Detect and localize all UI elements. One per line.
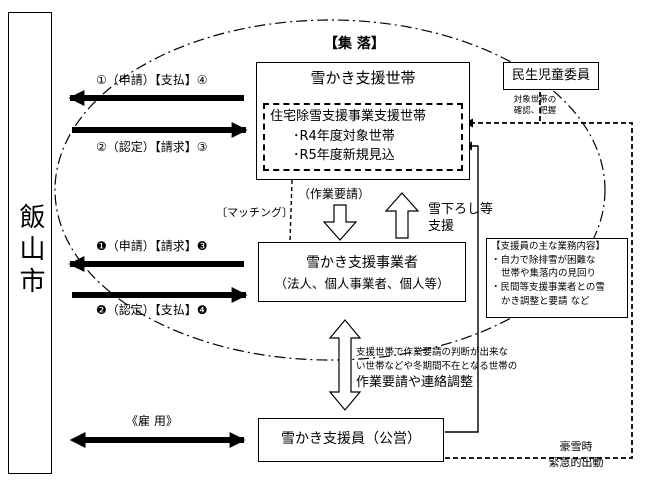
- households-inner-line3: ･R5年度新規見込: [293, 148, 395, 163]
- operator-box: 雪かき支援事業者 （法人、個人事業者、個人等）: [258, 242, 466, 302]
- label-apply-bill: ❶（申請）【請求】❸: [96, 239, 208, 253]
- emergency-line1: 豪雪時: [559, 440, 593, 453]
- duties-item2-line1: ・民間等支援事業者との雪: [491, 282, 605, 293]
- households-inner-line1: 住宅除雪支援事業支援世帯: [270, 109, 427, 124]
- commissioner-connector: [464, 92, 541, 128]
- matching-connector: [289, 179, 293, 243]
- operator-line2: （法人、個人事業者、個人等）: [274, 276, 450, 291]
- duties-title: 【支援員の主な業務内容】: [491, 241, 606, 252]
- welfare-commissioner-box: 民生児童委員: [503, 62, 599, 90]
- coordination-line1: 支援世帯で作業要請の判断が出来な: [356, 347, 509, 358]
- households-box: 雪かき支援世帯 住宅除雪支援事業支援世帯 ･R4年度対象世帯 ･R5年度新規見込: [256, 62, 470, 180]
- staff-box: 雪かき支援員（公営）: [258, 418, 444, 462]
- operator-line1: 雪かき支援事業者: [306, 255, 418, 271]
- welfare-commissioner-title: 民生児童委員: [511, 68, 590, 83]
- label-certify-bill: ②（認定）【請求】③: [96, 140, 208, 154]
- households-inner-box: 住宅除雪支援事業支援世帯 ･R4年度対象世帯 ･R5年度新規見込: [263, 103, 463, 171]
- staff-title: 雪かき支援員（公営）: [281, 431, 421, 447]
- snow-support-line1: 雪下ろし等: [428, 202, 494, 217]
- snow-support-arrow: [384, 192, 420, 239]
- coordination-line2: い世帯などや冬期間不在となる世帯の: [356, 361, 518, 372]
- emergency-line2: 緊急的出動: [548, 456, 604, 469]
- welfare-commissioner-note-line2: 確認、把握: [513, 106, 557, 116]
- city-box: 飯山市: [8, 12, 52, 474]
- coordination-line3: 作業要請や連絡調整: [356, 375, 474, 390]
- city-label: 飯山市: [15, 203, 45, 299]
- label-certify-pay: ❷（認定）【支払】❹: [96, 303, 208, 317]
- emergency-connector: [445, 122, 633, 459]
- duties-box: 【支援員の主な業務内容】 ・自力で除排雪が困難な 世帯や集落内の見回り ・民間等…: [486, 238, 628, 318]
- employment-label: 《雇 用》: [126, 414, 178, 428]
- households-title: 雪かき支援世帯: [310, 69, 416, 87]
- work-request-label: （作業要請）: [298, 187, 371, 201]
- village-boundary: [54, 19, 606, 361]
- coordination-arrow: [328, 319, 362, 411]
- staff-connector: [445, 141, 479, 433]
- village-label: 【集 落】: [324, 36, 385, 52]
- duties-item2-line2: かき調整と要請 など: [501, 296, 590, 307]
- work-request-arrow: [322, 204, 358, 241]
- matching-label: 〔マッチング〕: [216, 206, 293, 219]
- welfare-commissioner-note-line1: 対象世帯の: [513, 95, 557, 105]
- duties-item1-line1: ・自力で除排雪が困難な: [491, 255, 596, 266]
- snow-support-line2: 支援: [428, 219, 455, 234]
- duties-item1-line2: 世帯や集落内の見回り: [501, 268, 597, 279]
- label-apply-pay: ①（申請）【支払】④: [96, 73, 208, 87]
- households-inner-line2: ･R4年度対象世帯: [293, 129, 395, 144]
